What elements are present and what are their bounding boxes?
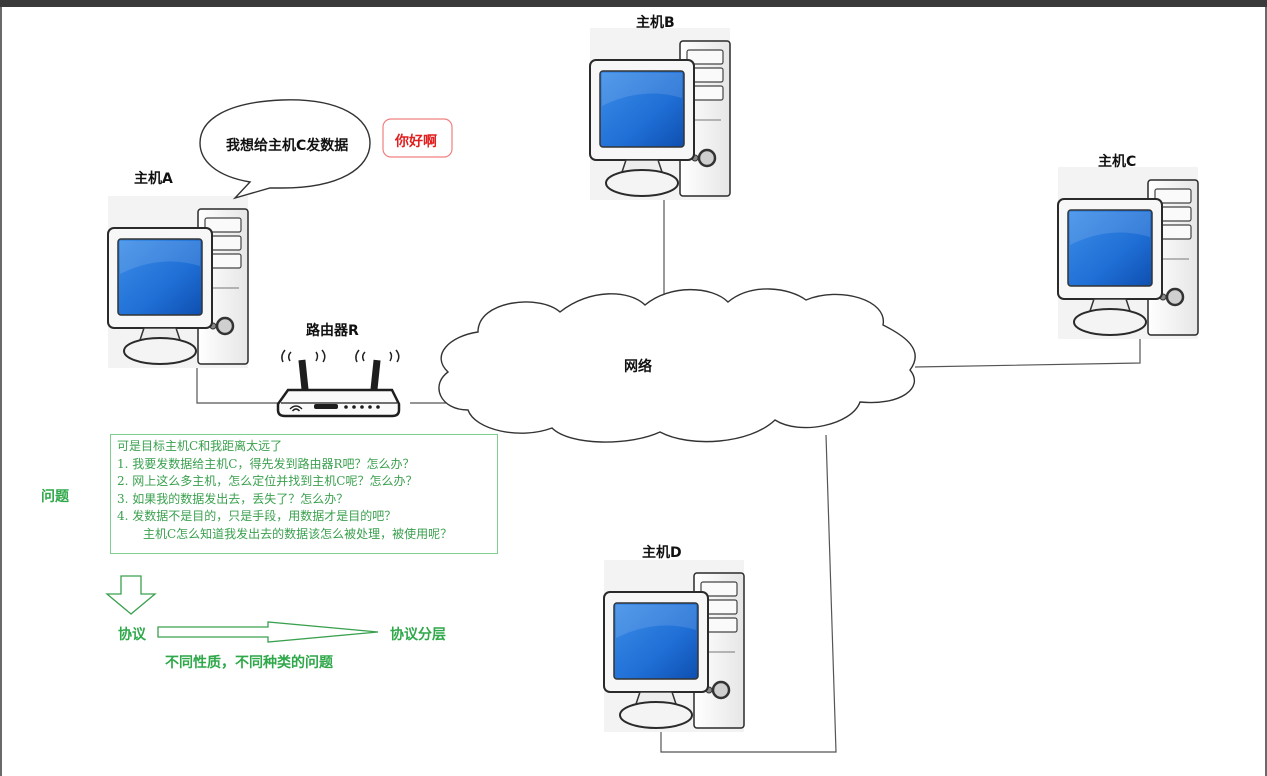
host-c-computer-icon (1056, 165, 1200, 341)
host-b-computer-icon (588, 26, 732, 202)
questions-box: 可是目标主机C和我距离太远了 1. 我要发数据给主机C，得先发到路由器R吧？怎么… (110, 434, 498, 554)
router-label: 路由器R (306, 323, 359, 339)
host-a-computer-icon (106, 194, 250, 370)
protocol-layering-label: 协议分层 (390, 627, 446, 643)
speech-bubble-text: 我想给主机C发数据 (226, 138, 349, 154)
question-item-continuation: 主机C怎么知道我发出去的数据该怎么被处理，被使用呢？ (143, 526, 453, 541)
greeting-bubble-text: 你好啊 (395, 134, 437, 150)
link-network-d (660, 434, 837, 753)
right-arrow-icon (157, 621, 379, 643)
question-item: 2. 网上这么多主机，怎么定位并找到主机C呢？怎么办？ (117, 474, 418, 488)
link-a-router (196, 368, 278, 404)
question-item: 4. 发数据不是目的，只是手段，用数据才是目的吧？ (117, 509, 397, 523)
problem-label: 问题 (41, 489, 69, 505)
window-right-edge (1265, 7, 1267, 776)
window-left-edge (0, 7, 2, 776)
host-d-computer-icon (602, 558, 746, 734)
question-item: 3. 如果我的数据发出去，丢失了？怎么办？ (117, 491, 349, 506)
network-cloud (438, 288, 916, 443)
problem-types-note: 不同性质，不同种类的问题 (165, 655, 333, 671)
network-label: 网络 (624, 359, 652, 375)
window-top-bar (0, 0, 1267, 7)
host-d-label: 主机D (642, 545, 682, 561)
greeting-bubble-shape (382, 118, 453, 158)
down-arrow-icon (105, 575, 157, 615)
connection-lines (196, 197, 1141, 753)
questions-intro: 可是目标主机C和我距离太远了 (117, 439, 283, 453)
protocol-label: 协议 (118, 627, 146, 643)
speech-bubble-shape (199, 99, 371, 200)
host-b-label: 主机B (636, 15, 675, 31)
question-item: 1. 我要发数据给主机C，得先发到路由器R吧？怎么办？ (117, 456, 415, 471)
host-c-label: 主机C (1098, 154, 1137, 170)
host-a-label: 主机A (134, 171, 173, 187)
link-network-c (914, 335, 1141, 368)
router-icon (276, 349, 401, 418)
